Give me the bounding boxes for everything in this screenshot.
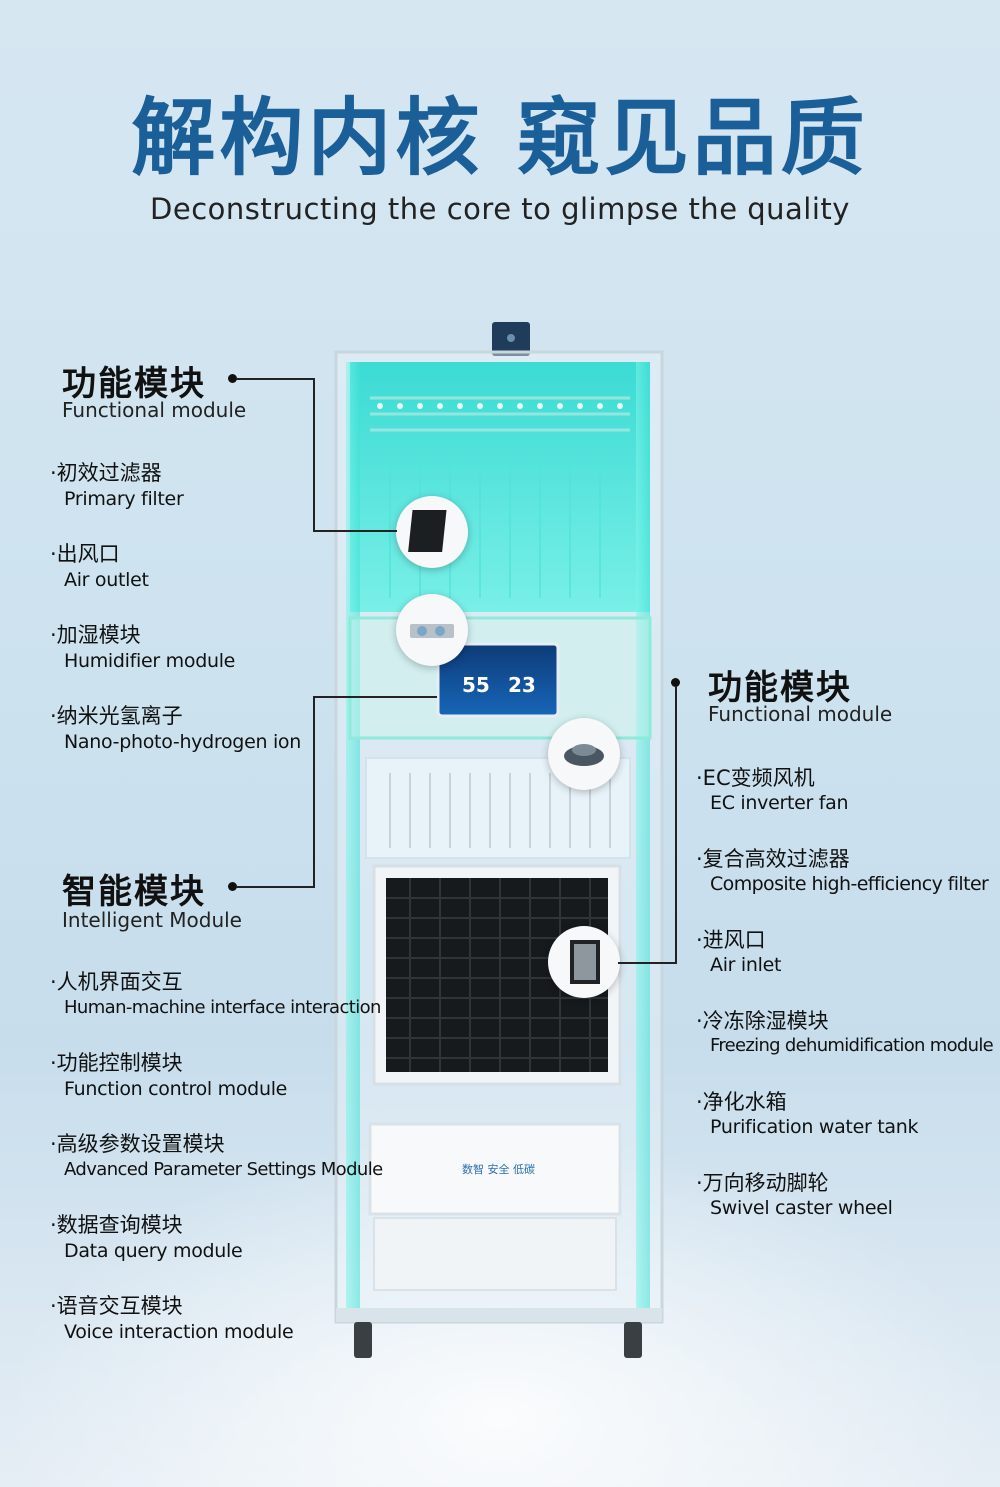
caster-left <box>354 1322 372 1358</box>
left-top-item-zh: ·加湿模块 <box>50 623 141 647</box>
left-top-item-en: Nano-photo-hydrogen ion <box>64 731 301 753</box>
right-item-en: Composite high-efficiency filter <box>710 873 989 895</box>
right-item-zh: ·EC变频风机 <box>696 766 815 790</box>
screen-value-2: 23 <box>508 673 536 697</box>
left-top-item-zh: ·出风口 <box>50 542 120 566</box>
right-item-en: Purification water tank <box>710 1116 919 1138</box>
composite-filter-callout-icon <box>548 926 620 998</box>
left-bottom-item-zh: ·人机界面交互 <box>50 970 183 994</box>
page-subtitle: Deconstructing the core to glimpse the q… <box>150 192 850 226</box>
right-heading-zh: 功能模块 <box>708 668 852 708</box>
left-top-item-en: Air outlet <box>64 569 149 591</box>
touch-screen <box>436 642 560 718</box>
right-item-en: Swivel caster wheel <box>710 1197 893 1219</box>
right-item-zh: ·冷冻除湿模块 <box>696 1009 829 1033</box>
left-bottom-item-en: Human-machine interface interaction <box>64 997 381 1018</box>
dehumidifier-illustration: 55 23 数智 安全 低碳 <box>334 322 664 1358</box>
page-title: 解构内核 窥见品质 <box>131 89 869 187</box>
left-top-heading-en: Functional module <box>62 398 247 422</box>
left-top-item-zh: ·纳米光氢离子 <box>50 704 183 728</box>
left-bottom-dot <box>228 882 237 891</box>
left-top-item-en: Primary filter <box>64 488 184 510</box>
right-item-en: EC inverter fan <box>710 792 849 814</box>
right-item-zh: ·进风口 <box>696 928 766 952</box>
right-heading-en: Functional module <box>708 702 893 726</box>
left-bottom-item-en: Voice interaction module <box>64 1321 294 1343</box>
filter-callout-icon <box>396 496 468 568</box>
left-top-heading-zh: 功能模块 <box>62 364 206 404</box>
left-top-item-zh: ·初效过滤器 <box>50 461 162 485</box>
right-item-zh: ·复合高效过滤器 <box>696 847 850 871</box>
left-bottom-item-zh: ·高级参数设置模块 <box>50 1132 225 1156</box>
left-bottom-heading-en: Intelligent Module <box>62 908 242 932</box>
right-dot <box>671 678 680 687</box>
left-bottom-item-zh: ·功能控制模块 <box>50 1051 183 1075</box>
caster-right <box>624 1322 642 1358</box>
water-tank <box>368 1122 622 1216</box>
screen-value-1: 55 <box>462 673 490 697</box>
left-bottom-item-zh: ·数据查询模块 <box>50 1213 183 1237</box>
left-bottom-heading-zh: 智能模块 <box>62 872 206 912</box>
right-item-en: Freezing dehumidification module <box>710 1035 994 1056</box>
right-item-en: Air inlet <box>710 954 782 976</box>
left-bottom-item-zh: ·语音交互模块 <box>50 1294 183 1318</box>
left-bottom-item-en: Advanced Parameter Settings Module <box>64 1159 383 1180</box>
left-bottom-item-en: Data query module <box>64 1240 243 1262</box>
right-item-zh: ·万向移动脚轮 <box>696 1171 829 1195</box>
left-top-item-en: Humidifier module <box>64 650 236 672</box>
left-bottom-item-en: Function control module <box>64 1078 288 1100</box>
tank-label: 数智 安全 低碳 <box>462 1162 535 1176</box>
right-item-zh: ·净化水箱 <box>696 1090 787 1114</box>
humidifier-callout-icon <box>396 594 468 666</box>
left-top-dot <box>228 374 237 383</box>
fan-callout-icon <box>548 718 620 790</box>
